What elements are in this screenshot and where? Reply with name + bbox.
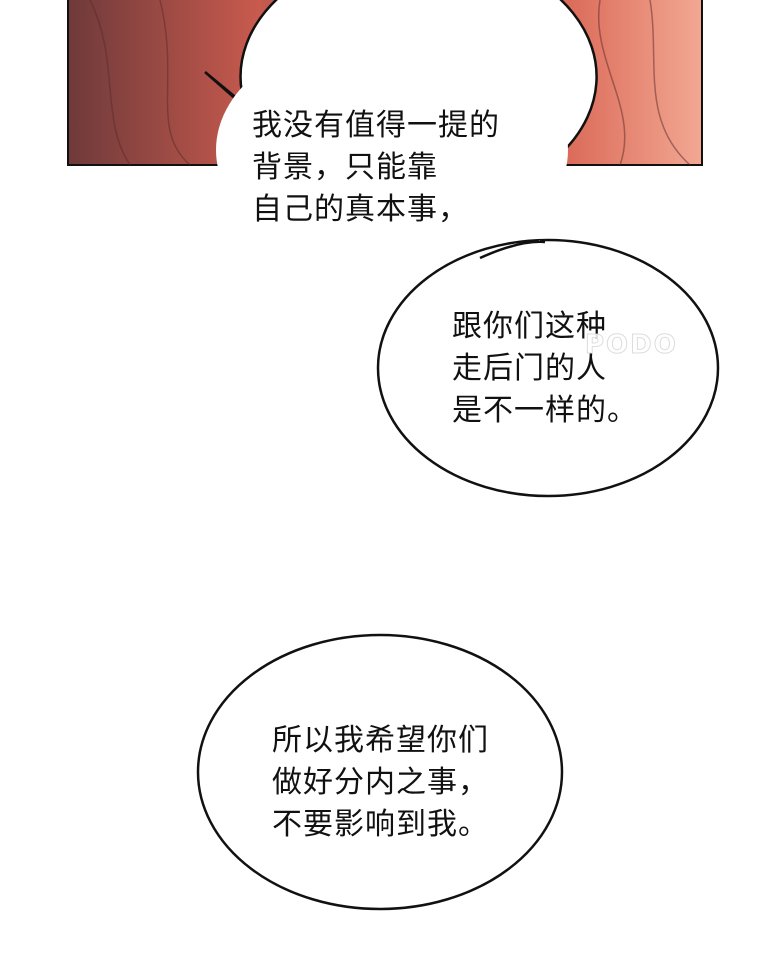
bubble-3-text: 所以我希望你们做好分内之事，不要影响到我。 xyxy=(272,723,489,842)
bubble-1-text: 我没有值得一提的背景，只能靠自己的真本事， xyxy=(252,108,500,227)
speech-bubble-2 xyxy=(376,238,720,498)
watermark: PODO xyxy=(585,330,678,361)
speech-bubble-1 xyxy=(204,0,598,270)
bubble-2-text: 跟你们这种走后门的人是不一样的。 xyxy=(452,309,638,428)
speech-bubble-3 xyxy=(196,633,564,911)
